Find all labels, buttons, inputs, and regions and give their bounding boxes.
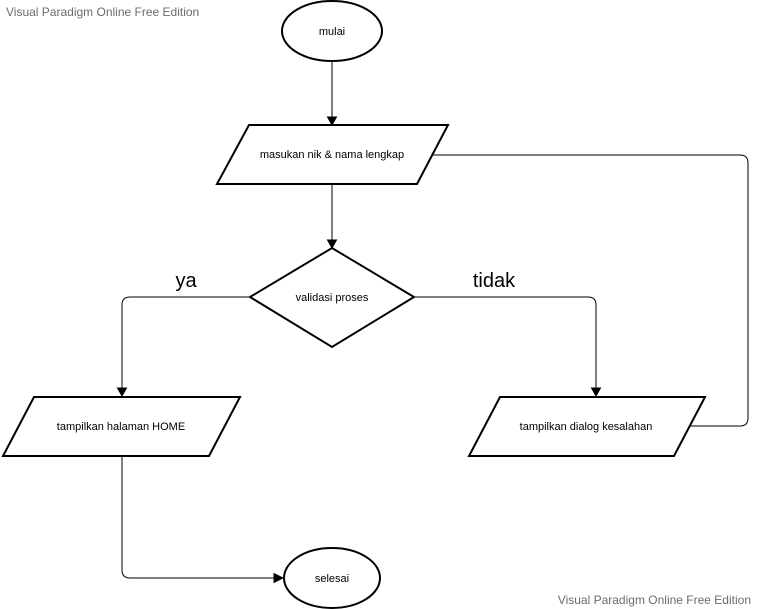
start-node-label: mulai [319,26,345,38]
edge-decision-to-home [121,296,250,388]
decision-node-label: validasi proses [296,292,369,304]
arrowhead-decision [326,239,338,250]
end-node-label: selesai [315,573,349,585]
start-node [281,0,383,62]
error-node [467,396,707,457]
edge-home-to-end [121,457,274,579]
decision-node [248,246,416,349]
watermark-top: Visual Paradigm Online Free Edition [6,5,200,19]
arrowhead-error [590,387,602,398]
end-node [283,547,381,609]
edge-decision-to-error [414,296,597,388]
watermark-bottom: Visual Paradigm Online Free Edition [557,593,751,607]
edge-label-ya: ya [175,270,197,292]
arrowhead-home [116,387,128,398]
arrowhead-input [326,116,338,127]
edge-label-tidak: tidak [473,270,516,292]
home-node-label: tampilkan halaman HOME [57,421,185,433]
input-node [215,124,450,185]
input-node-label: masukan nik & nama lengkap [260,149,404,161]
error-node-label: tampilkan dialog kesalahan [520,421,653,433]
home-node [1,396,242,457]
edge-error-loop-to-input [430,154,749,427]
arrowhead-end [273,572,285,584]
